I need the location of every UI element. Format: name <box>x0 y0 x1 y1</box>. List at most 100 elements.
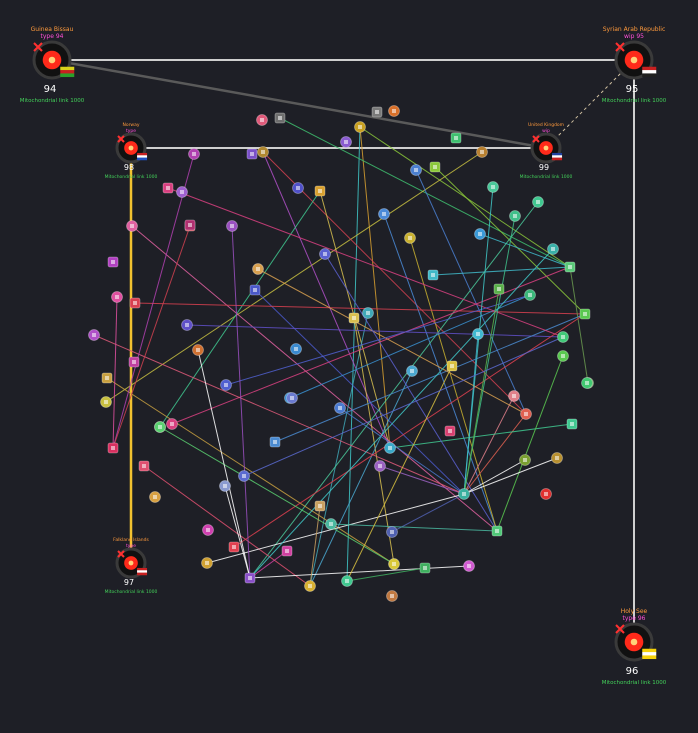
graph-node[interactable] <box>378 208 390 220</box>
graph-node[interactable] <box>564 261 576 273</box>
graph-node[interactable] <box>314 500 326 512</box>
graph-node[interactable] <box>325 518 337 530</box>
graph-node[interactable] <box>201 557 213 569</box>
graph-node[interactable] <box>162 182 174 194</box>
graph-node[interactable] <box>384 442 396 454</box>
graph-node[interactable] <box>374 460 386 472</box>
graph-node[interactable] <box>406 365 418 377</box>
graph-node[interactable] <box>404 232 416 244</box>
graph-node[interactable] <box>107 256 119 268</box>
graph-node[interactable] <box>340 136 352 148</box>
graph-node[interactable] <box>188 148 200 160</box>
graph-node[interactable] <box>246 148 258 160</box>
graph-node[interactable] <box>202 524 214 536</box>
graph-node[interactable] <box>249 284 261 296</box>
graph-node[interactable] <box>557 350 569 362</box>
graph-node[interactable] <box>508 390 520 402</box>
graph-node[interactable] <box>226 220 238 232</box>
graph-node[interactable] <box>444 425 456 437</box>
graph-node[interactable] <box>149 491 161 503</box>
graph-node[interactable] <box>341 575 353 587</box>
graph-node[interactable] <box>129 297 141 309</box>
graph-node[interactable] <box>228 541 240 553</box>
graph-node[interactable] <box>138 460 150 472</box>
close-icon[interactable] <box>33 42 43 52</box>
close-icon[interactable] <box>117 135 125 143</box>
graph-node[interactable] <box>551 452 563 464</box>
graph-node[interactable] <box>386 526 398 538</box>
graph-node[interactable] <box>184 219 196 231</box>
graph-node[interactable] <box>256 114 268 126</box>
graph-node[interactable] <box>429 161 441 173</box>
graph-node[interactable] <box>219 480 231 492</box>
graph-node[interactable] <box>463 560 475 572</box>
graph-node[interactable] <box>100 396 112 408</box>
graph-node[interactable] <box>281 545 293 557</box>
close-icon[interactable] <box>532 135 540 143</box>
graph-node[interactable] <box>334 402 346 414</box>
close-icon[interactable] <box>615 42 625 52</box>
graph-node[interactable] <box>371 106 383 118</box>
graph-node[interactable] <box>286 392 298 404</box>
graph-node[interactable] <box>491 525 503 537</box>
graph-node[interactable] <box>348 312 360 324</box>
graph-node[interactable] <box>579 308 591 320</box>
graph-node[interactable] <box>446 360 458 372</box>
graph-node[interactable] <box>362 307 374 319</box>
graph-node[interactable] <box>252 263 264 275</box>
graph-node[interactable] <box>269 436 281 448</box>
graph-node[interactable] <box>472 328 484 340</box>
graph-node[interactable] <box>458 488 470 500</box>
graph-node[interactable] <box>238 470 250 482</box>
graph-node[interactable] <box>388 105 400 117</box>
graph-node[interactable] <box>509 210 521 222</box>
graph-node[interactable] <box>532 196 544 208</box>
graph-node[interactable] <box>181 319 193 331</box>
graph-node[interactable] <box>519 454 531 466</box>
graph-node[interactable] <box>314 185 326 197</box>
graph-node[interactable] <box>166 418 178 430</box>
graph-node[interactable] <box>101 372 113 384</box>
graph-node[interactable] <box>419 562 431 574</box>
graph-node[interactable] <box>540 488 552 500</box>
graph-node[interactable] <box>386 590 398 602</box>
graph-node[interactable] <box>126 220 138 232</box>
graph-node[interactable] <box>427 269 439 281</box>
graph-node[interactable] <box>487 181 499 193</box>
graph-node[interactable] <box>319 248 331 260</box>
graph-node[interactable] <box>274 112 286 124</box>
graph-node[interactable] <box>292 182 304 194</box>
graph-node[interactable] <box>524 289 536 301</box>
graph-node[interactable] <box>410 164 422 176</box>
graph-node[interactable] <box>474 228 486 240</box>
graph-node[interactable] <box>128 356 140 368</box>
graph-node[interactable] <box>88 329 100 341</box>
graph-node[interactable] <box>304 580 316 592</box>
graph-node[interactable] <box>566 418 578 430</box>
close-icon[interactable] <box>615 624 625 634</box>
close-icon[interactable] <box>117 550 125 558</box>
graph-node[interactable] <box>107 442 119 454</box>
graph-node[interactable] <box>388 558 400 570</box>
graph-node[interactable] <box>520 408 532 420</box>
graph-node[interactable] <box>547 243 559 255</box>
graph-node[interactable] <box>257 146 269 158</box>
graph-node[interactable] <box>557 331 569 343</box>
graph-node[interactable] <box>244 572 256 584</box>
graph-node[interactable] <box>176 186 188 198</box>
graph-node[interactable] <box>220 379 232 391</box>
graph-node[interactable] <box>192 344 204 356</box>
graph-node[interactable] <box>290 343 302 355</box>
graph-node[interactable] <box>581 377 593 389</box>
graph-node[interactable] <box>450 132 462 144</box>
graph-node[interactable] <box>476 146 488 158</box>
graph-node[interactable] <box>154 421 166 433</box>
graph-node[interactable] <box>111 291 123 303</box>
graph-node[interactable] <box>493 283 505 295</box>
